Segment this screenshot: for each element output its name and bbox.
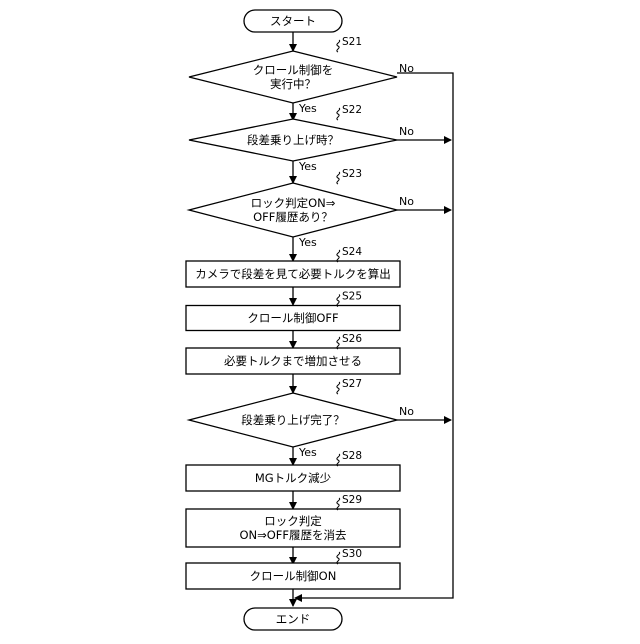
s27-yes-label: Yes [298, 446, 317, 459]
s21-yes-label: Yes [298, 102, 317, 115]
s21-text-line-2: 実行中？ [270, 77, 316, 91]
s27-text-line-1: 段差乗り上げ完了？ [241, 413, 345, 427]
end-label: エンド [276, 612, 311, 626]
step-id-s23: S23 [342, 168, 362, 180]
step-id-s27: S27 [342, 378, 362, 390]
s29-leader [337, 498, 340, 510]
s21-no-label: No [399, 62, 414, 75]
step-id-s30: S30 [342, 548, 362, 560]
s24-text-line-1: カメラで段差を見て必要トルクを算出 [195, 267, 391, 281]
s30-leader [337, 552, 340, 564]
start-label: スタート [270, 14, 316, 28]
s29-text-line-1: ロック判定 [264, 514, 322, 528]
s26-leader [337, 337, 340, 349]
s28-leader [337, 454, 340, 466]
s23-yes-label: Yes [298, 236, 317, 249]
step-id-s28: S28 [342, 450, 362, 462]
step-id-s24: S24 [342, 246, 362, 258]
s22-leader [337, 108, 340, 120]
s28-text-line-1: MGトルク減少 [255, 471, 331, 485]
s27-leader [337, 382, 340, 394]
s23-text-line-2: OFF履歴あり？ [253, 210, 333, 224]
step-id-s21: S21 [342, 36, 362, 48]
s30-text-line-1: クロール制御ON [250, 569, 337, 583]
step-id-s22: S22 [342, 104, 362, 116]
s25-text-line-1: クロール制御OFF [247, 311, 338, 325]
s23-no-label: No [399, 195, 414, 208]
s24-leader [337, 250, 340, 262]
step-id-s25: S25 [342, 291, 362, 303]
s22-yes-label: Yes [298, 160, 317, 173]
s23-leader [337, 172, 340, 184]
s21-text-line-1: クロール制御を [253, 63, 334, 77]
s22-no-label: No [399, 125, 414, 138]
s26-text-line-1: 必要トルクまで増加させる [224, 354, 362, 368]
s21-leader [337, 40, 340, 52]
s23-text-line-1: ロック判定ON⇒ [251, 196, 336, 210]
s29-text-line-2: ON⇒OFF履歴を消去 [239, 528, 346, 542]
s25-leader [337, 295, 340, 307]
s27-no-label: No [399, 405, 414, 418]
s22-text-line-1: 段差乗り上げ時？ [247, 133, 339, 147]
step-id-s26: S26 [342, 333, 362, 345]
step-id-s29: S29 [342, 494, 362, 506]
